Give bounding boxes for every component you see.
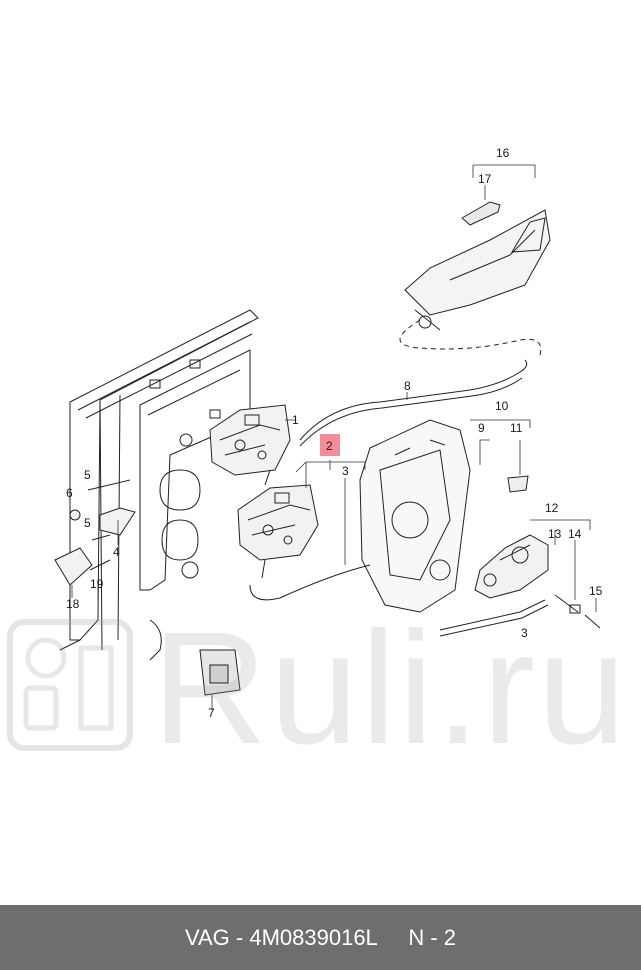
lock-unit-upper <box>209 404 291 486</box>
footer-gap <box>378 925 409 951</box>
trim-piece-17 <box>461 201 501 226</box>
callout-19: 19 <box>90 577 104 591</box>
callout-6: 6 <box>66 486 73 500</box>
callout-18: 18 <box>66 597 80 611</box>
door-module-panel <box>359 419 471 613</box>
callout-8: 8 <box>404 379 411 393</box>
door-stop-4 <box>99 507 136 536</box>
callout-14: 14 <box>568 527 582 541</box>
dashed-cable <box>399 319 542 356</box>
footer-separator: - <box>229 924 250 950</box>
highlight-box <box>320 434 340 456</box>
watermark-text: Ruli.ru <box>152 598 629 777</box>
window-motor <box>474 534 549 599</box>
callout-9: 9 <box>478 421 485 435</box>
exploded-parts-diagram: 1 2 3 3 4 5 5 6 7 8 9 10 11 12 13 14 15 … <box>54 146 603 720</box>
callout-5-second: 5 <box>84 516 91 530</box>
watermark-logo <box>7 619 133 751</box>
callout-2: 2 <box>326 439 333 453</box>
callout-13: 13 <box>548 527 562 541</box>
callout-11: 11 <box>510 421 523 435</box>
callout-16: 16 <box>496 146 510 160</box>
callout-15: 15 <box>589 584 603 598</box>
callout-3: 3 <box>342 464 349 478</box>
callout-3-lower: 3 <box>521 626 528 640</box>
callout-10: 10 <box>495 399 509 413</box>
striker-18 <box>54 547 93 586</box>
callouts: 1 2 3 3 4 5 5 6 7 8 9 10 11 12 13 14 15 … <box>66 146 603 720</box>
inner-handle <box>404 209 551 331</box>
callout-5: 5 <box>84 468 91 482</box>
callout-4: 4 <box>113 545 120 559</box>
callout-1: 1 <box>292 413 299 427</box>
footer-position-code: N - 2 <box>408 924 457 950</box>
lock-unit-lower <box>237 484 319 579</box>
callout-7: 7 <box>208 706 215 720</box>
footer-brand: VAG <box>184 924 230 950</box>
footer-bar: VAG - 4M0839016L N - 2 <box>0 905 641 970</box>
cable-8 <box>299 371 521 441</box>
footer-part-number: 4M0839016L <box>249 924 378 950</box>
callout-12: 12 <box>545 501 559 515</box>
door-frame <box>59 309 259 661</box>
callout-17: 17 <box>478 172 492 186</box>
